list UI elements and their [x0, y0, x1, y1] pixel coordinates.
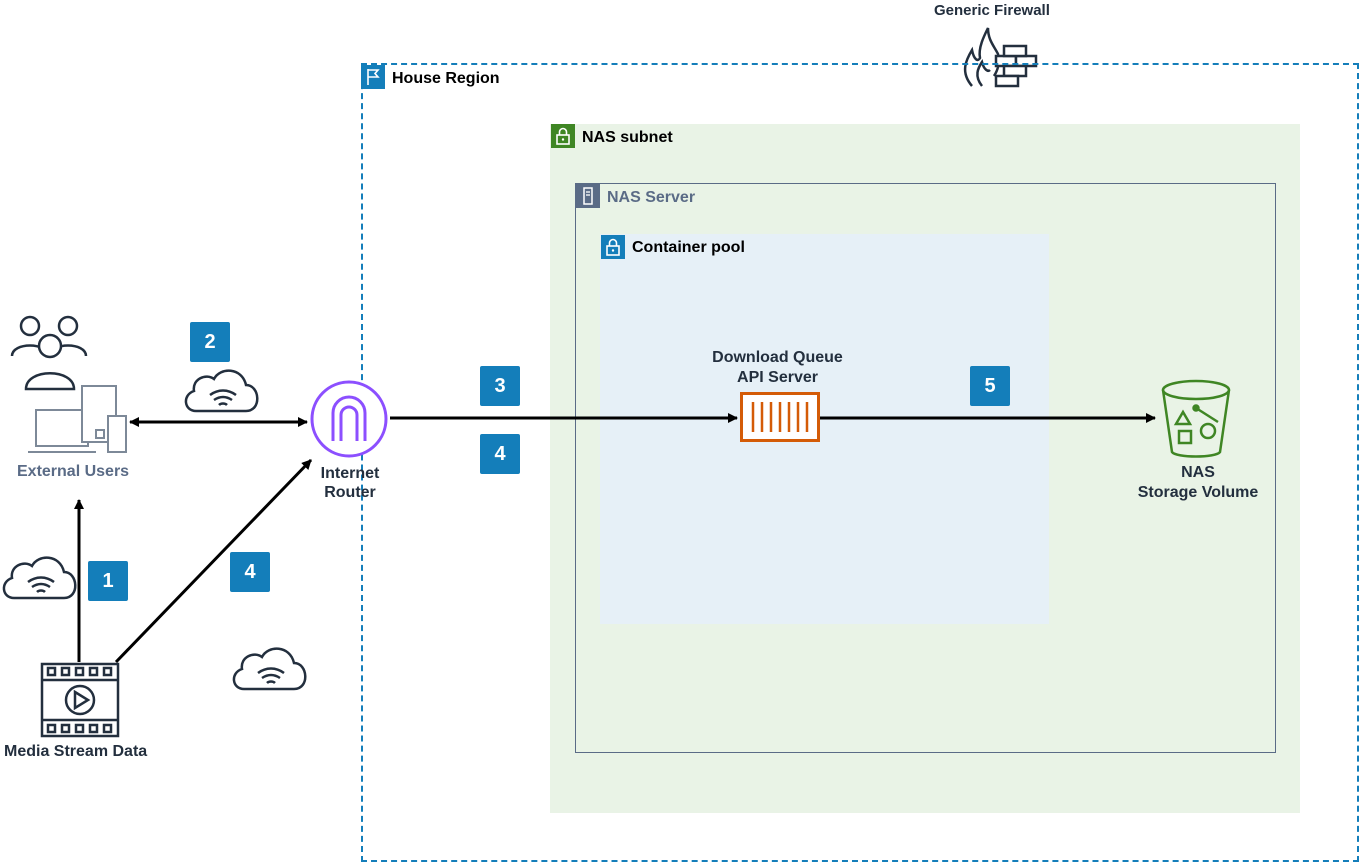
pool-lock-icon: [601, 235, 625, 259]
server-icon: [576, 184, 600, 208]
external-users-label: External Users: [17, 463, 130, 480]
subnet-title: NAS subnet: [582, 129, 673, 146]
region-flag-icon: [361, 65, 385, 89]
house-region: [361, 63, 1359, 862]
step-badge: 4: [480, 434, 520, 474]
server-title: NAS Server: [607, 189, 696, 206]
arrow-media-router: [114, 458, 313, 664]
nas-server: [575, 183, 1276, 753]
cloud-wifi-icon: [184, 369, 259, 413]
region-title: House Region: [392, 70, 500, 87]
step-badge: 1: [88, 561, 128, 601]
storage-label-line1: NAS: [1181, 464, 1215, 481]
users-devices-icon: [10, 315, 127, 453]
firewall-label: Generic Firewall: [934, 2, 1050, 19]
router-label-line2: Router: [324, 484, 376, 501]
step-badge: 4: [230, 552, 270, 592]
router-label-line1: Internet: [320, 465, 380, 482]
container-icon: [740, 392, 820, 442]
api-label-line2: API Server: [737, 369, 818, 386]
api-label: Download Queue API Server: [690, 348, 865, 388]
firewall-icon: [963, 27, 1038, 88]
api-label-line1: Download Queue: [712, 349, 843, 366]
cloud-wifi-icon: [232, 647, 307, 691]
media-stream-label: Media Stream Data: [4, 743, 148, 760]
router-label: Internet Router: [300, 464, 400, 502]
internet-gateway-icon: [310, 380, 388, 458]
step-badge: 3: [480, 366, 520, 406]
pool-title: Container pool: [632, 239, 745, 256]
cloud-wifi-icon: [2, 556, 77, 600]
step-badge: 2: [190, 322, 230, 362]
storage-label-line2: Storage Volume: [1137, 484, 1259, 501]
storage-bucket-icon: [1161, 379, 1231, 458]
container-pool: [600, 234, 1049, 624]
storage-label: NAS Storage Volume: [1120, 463, 1276, 503]
subnet-lock-icon: [551, 124, 575, 148]
step-badge: 5: [970, 366, 1010, 406]
media-stream-icon: [40, 662, 120, 738]
